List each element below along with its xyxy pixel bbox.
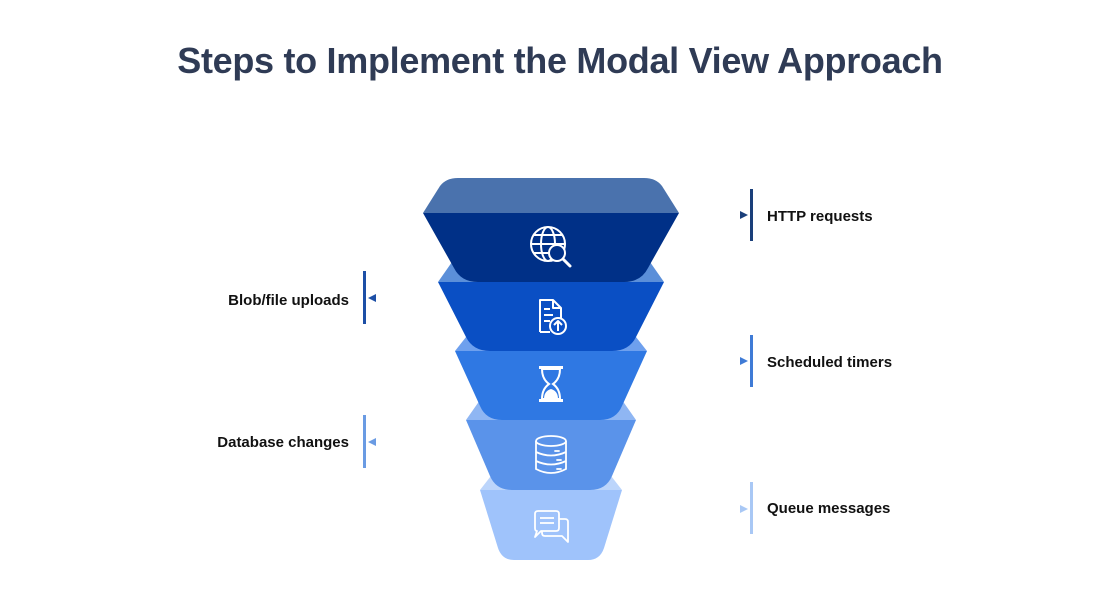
page-title: Steps to Implement the Modal View Approa… (177, 40, 943, 81)
funnel-layer-3-body (455, 351, 647, 420)
marker-bar (363, 271, 366, 324)
globe-search-icon (530, 226, 572, 268)
connector-5 (690, 482, 753, 534)
marker-bar (750, 482, 753, 534)
database-icon (535, 435, 567, 474)
funnel-layer-2-body (438, 282, 664, 351)
chat-bubbles-icon (534, 510, 569, 543)
arrow-right-icon (740, 357, 748, 365)
marker-bar (363, 415, 366, 468)
funnel-layer-5-body (480, 490, 622, 560)
step-label-scheduled-timers: Scheduled timers (767, 354, 893, 371)
file-upload-icon (539, 299, 567, 335)
marker-bar (750, 335, 753, 387)
connector-4 (363, 415, 424, 468)
step-label-database-changes: Database changes (217, 434, 349, 451)
funnel-layer-1-cap (423, 178, 679, 213)
connector-3 (690, 335, 753, 387)
hourglass-icon (539, 366, 563, 402)
arrow-left-icon (368, 294, 376, 302)
step-label-http-requests: HTTP requests (767, 208, 873, 225)
connector-1 (690, 189, 753, 241)
arrow-right-icon (740, 211, 748, 219)
connector-2 (363, 271, 424, 324)
step-label-queue-messages: Queue messages (767, 500, 891, 517)
arrow-right-icon (740, 505, 748, 513)
arrow-left-icon (368, 438, 376, 446)
step-label-blob-file-uploads: Blob/file uploads (228, 292, 349, 309)
marker-bar (750, 189, 753, 241)
